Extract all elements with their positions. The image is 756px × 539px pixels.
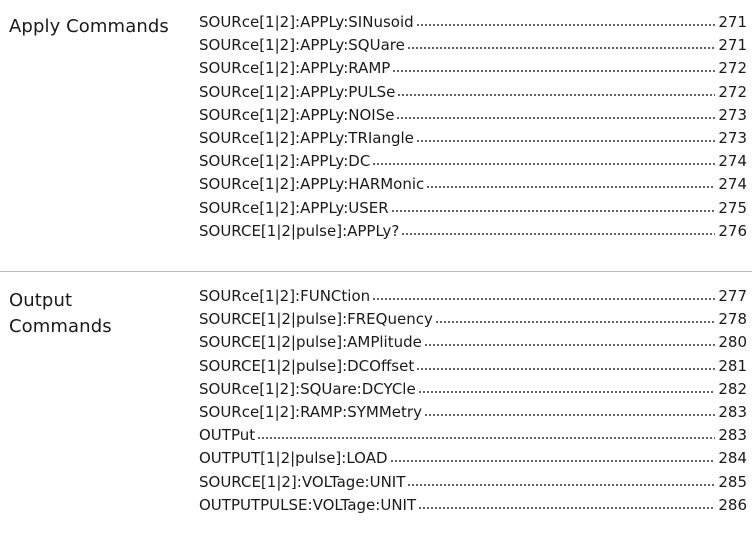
dot-leader bbox=[407, 471, 716, 487]
entry-label: SOURCE[1|2|pulse]:DCOffset bbox=[199, 356, 415, 375]
dot-leader bbox=[415, 12, 716, 27]
index-entry[interactable]: SOURce[1|2]:APPLy:TRIangle 273 bbox=[199, 127, 747, 150]
page-number: 271 bbox=[718, 13, 747, 31]
page-number: 285 bbox=[718, 472, 747, 491]
entry-label: OUTPut bbox=[199, 426, 256, 445]
index-entry[interactable]: OUTPUTPULSE:VOLTage:UNIT 286 bbox=[199, 494, 747, 517]
dot-leader bbox=[372, 151, 716, 167]
index-entry[interactable]: SOURce[1|2]:APPLy:HARMonic 274 bbox=[199, 173, 747, 196]
dot-leader bbox=[406, 35, 716, 51]
index-entry[interactable]: OUTPUT[1|2|pulse]:LOAD 284 bbox=[199, 447, 747, 470]
page-number: 282 bbox=[718, 379, 747, 398]
page-number: 274 bbox=[718, 152, 747, 171]
dot-leader bbox=[423, 332, 716, 348]
index-entry[interactable]: SOURCE[1|2|pulse]:APPLy? 276 bbox=[199, 220, 747, 243]
entry-label: SOURce[1|2]:RAMP:SYMMetry bbox=[199, 402, 422, 421]
entry-label: SOURce[1|2]:APPLy:TRIangle bbox=[199, 128, 414, 147]
entry-label: SOURCE[1|2|pulse]:AMPlitude bbox=[199, 333, 422, 352]
dot-leader bbox=[396, 104, 716, 120]
entry-label: SOURce[1|2]:APPLy:USER bbox=[199, 198, 389, 217]
entry-label: SOURce[1|2]:APPLy:HARMonic bbox=[199, 175, 425, 194]
index-entry[interactable]: SOURce[1|2]:APPLy:NOISe 273 bbox=[199, 104, 747, 127]
page-number: 273 bbox=[718, 105, 747, 124]
entry-label: SOURce[1|2]:APPLy:SINusoid bbox=[199, 13, 414, 31]
entry-label: SOURCE[1|2|pulse]:FREQuency bbox=[199, 310, 433, 329]
page-number: 280 bbox=[718, 333, 747, 352]
index-entry[interactable]: OUTPut 283 bbox=[199, 424, 747, 447]
dot-leader bbox=[397, 81, 716, 97]
page-number: 272 bbox=[718, 59, 747, 78]
dot-leader bbox=[418, 494, 716, 510]
page-number: 274 bbox=[718, 175, 747, 194]
index-entry[interactable]: SOURce[1|2]:APPLy:USER 275 bbox=[199, 197, 747, 220]
index-entry[interactable]: SOURce[1|2]:APPLy:SINusoid 271 bbox=[199, 11, 747, 34]
section-heading: Apply Commands bbox=[9, 16, 169, 37]
dot-leader bbox=[426, 174, 716, 190]
index-entry[interactable]: SOURCE[1|2|pulse]:AMPlitude 280 bbox=[199, 331, 747, 354]
entry-label: SOURce[1|2]:SQUare:DCYCle bbox=[199, 379, 416, 398]
dot-leader bbox=[389, 448, 716, 464]
entry-label: SOURCE[1|2|pulse]:APPLy? bbox=[199, 221, 400, 240]
dot-leader bbox=[423, 401, 716, 417]
dot-leader bbox=[415, 127, 716, 143]
dot-leader bbox=[392, 58, 716, 74]
index-entry[interactable]: SOURce[1|2]:FUNCtion 277 bbox=[199, 285, 747, 308]
dot-leader bbox=[416, 355, 716, 371]
index-entry[interactable]: SOURCE[1|2|pulse]:FREQuency 278 bbox=[199, 308, 747, 331]
entry-label: SOURce[1|2]:APPLy:DC bbox=[199, 152, 371, 171]
index-entry[interactable]: SOURce[1|2]:APPLy:DC 274 bbox=[199, 150, 747, 173]
index-entry[interactable]: SOURce[1|2]:APPLy:RAMP 272 bbox=[199, 57, 747, 80]
page-number: 272 bbox=[718, 82, 747, 101]
dot-leader bbox=[257, 425, 716, 441]
page-number: 271 bbox=[718, 36, 747, 55]
section-divider bbox=[0, 271, 752, 272]
entry-list: SOURce[1|2]:APPLy:SINusoid 271 SOURce[1|2… bbox=[199, 11, 747, 243]
entry-label: SOURce[1|2]:APPLy:PULSe bbox=[199, 82, 396, 101]
dot-leader bbox=[401, 220, 716, 236]
index-entry[interactable]: SOURCE[1|2]:VOLTage:UNIT 285 bbox=[199, 471, 747, 494]
dot-leader bbox=[434, 309, 716, 325]
dot-leader bbox=[372, 286, 716, 301]
page-number: 277 bbox=[718, 287, 747, 305]
page-number: 283 bbox=[718, 426, 747, 445]
entry-label: SOURce[1|2]:APPLy:NOISe bbox=[199, 105, 395, 124]
index-entry[interactable]: SOURce[1|2]:APPLy:PULSe 272 bbox=[199, 81, 747, 104]
entry-label: OUTPUTPULSE:VOLTage:UNIT bbox=[199, 495, 417, 514]
page-number: 278 bbox=[718, 310, 747, 329]
page-number: 276 bbox=[718, 221, 747, 240]
page-number: 275 bbox=[718, 198, 747, 217]
index-entry[interactable]: SOURCE[1|2|pulse]:DCOffset 281 bbox=[199, 355, 747, 378]
page-number: 273 bbox=[718, 128, 747, 147]
page-number: 284 bbox=[718, 449, 747, 468]
section-heading: Output Commands bbox=[9, 290, 112, 337]
entry-label: SOURCE[1|2]:VOLTage:UNIT bbox=[199, 472, 406, 491]
entry-label: SOURce[1|2]:APPLy:SQUare bbox=[199, 36, 405, 55]
entry-list: SOURce[1|2]:FUNCtion 277 SOURCE[1|2|pulse… bbox=[199, 285, 747, 517]
index-entry[interactable]: SOURce[1|2]:APPLy:SQUare 271 bbox=[199, 34, 747, 57]
entry-label: SOURce[1|2]:APPLy:RAMP bbox=[199, 59, 391, 78]
page-number: 281 bbox=[718, 356, 747, 375]
index-entry[interactable]: SOURce[1|2]:SQUare:DCYCle 282 bbox=[199, 378, 747, 401]
index-entry[interactable]: SOURce[1|2]:RAMP:SYMMetry 283 bbox=[199, 401, 747, 424]
entry-label: OUTPUT[1|2|pulse]:LOAD bbox=[199, 449, 388, 468]
entry-label: SOURce[1|2]:FUNCtion bbox=[199, 287, 371, 305]
dot-leader bbox=[417, 378, 716, 394]
dot-leader bbox=[390, 197, 716, 213]
page-number: 283 bbox=[718, 402, 747, 421]
page-number: 286 bbox=[718, 495, 747, 514]
